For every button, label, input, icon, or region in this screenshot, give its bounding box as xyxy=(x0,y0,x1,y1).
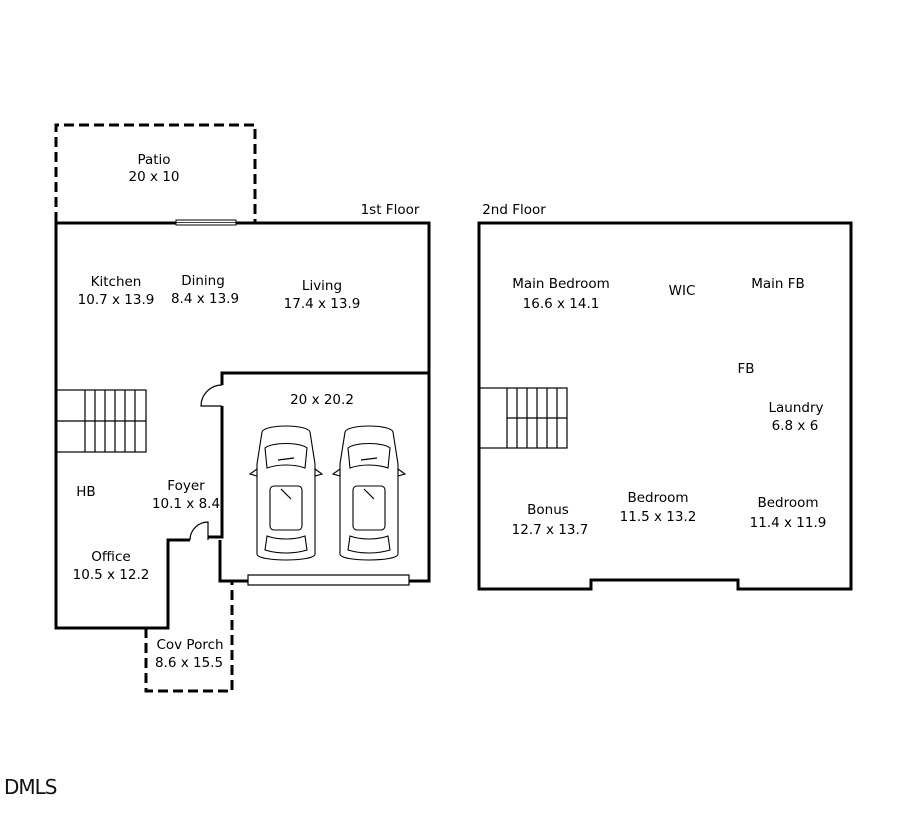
foyer-name: Foyer xyxy=(167,478,205,494)
office-name: Office xyxy=(91,549,130,565)
office-foyer-wall xyxy=(146,538,190,630)
main-bedroom-size: 16.6 x 14.1 xyxy=(523,296,600,312)
garage-wall-top xyxy=(220,371,429,385)
garage-wall-west xyxy=(208,406,224,539)
second-floor-label: 2nd Floor xyxy=(482,202,546,218)
living-size: 17.4 x 13.9 xyxy=(284,296,361,312)
patio-name: Patio xyxy=(137,152,170,168)
bonus-size: 12.7 x 13.7 xyxy=(512,522,589,538)
first-floor: 1st Floor Patio 20 x 10 Kitchen 10.7 x 1… xyxy=(54,123,431,693)
fb-name: FB xyxy=(737,361,754,377)
patio-size: 20 x 10 xyxy=(129,169,180,185)
bedroom-3-name: Bedroom xyxy=(757,495,818,511)
patio-outline xyxy=(54,123,257,222)
cov-porch-size: 8.6 x 15.5 xyxy=(155,655,223,671)
bonus-name: Bonus xyxy=(527,502,569,518)
second-floor: 2nd Floor Main Bedroom 16.6 x 14.1 WIC M… xyxy=(477,202,853,591)
second-floor-outline xyxy=(477,221,853,591)
dining-name: Dining xyxy=(181,273,225,289)
garage-size: 20 x 20.2 xyxy=(290,392,354,408)
kitchen-size: 10.7 x 13.9 xyxy=(78,292,155,308)
bedroom-2-size: 11.5 x 13.2 xyxy=(620,509,697,525)
patio-sliding-door xyxy=(175,219,237,226)
first-floor-label: 1st Floor xyxy=(361,202,420,218)
first-floor-wall-east xyxy=(236,221,431,583)
office-size: 10.5 x 12.2 xyxy=(73,567,150,583)
stairs-first-floor xyxy=(55,389,147,453)
main-fb-name: Main FB xyxy=(751,276,805,292)
bedroom-3-size: 11.4 x 11.9 xyxy=(750,515,827,531)
laundry-size: 6.8 x 6 xyxy=(772,418,819,434)
living-name: Living xyxy=(302,278,342,294)
hb-name: HB xyxy=(76,484,95,500)
cov-porch-name: Cov Porch xyxy=(156,637,223,653)
laundry-name: Laundry xyxy=(768,400,823,416)
cov-porch-outline xyxy=(144,581,234,693)
bedroom-2-name: Bedroom xyxy=(627,490,688,506)
garage-entry-door xyxy=(200,384,223,407)
foyer-size: 10.1 x 8.4 xyxy=(152,496,220,512)
kitchen-name: Kitchen xyxy=(91,274,142,290)
car-right-icon xyxy=(331,425,407,561)
car-left-icon xyxy=(248,425,324,561)
dining-size: 8.4 x 13.9 xyxy=(171,291,239,307)
wic-name: WIC xyxy=(669,283,696,299)
garage-wall-bottom-left xyxy=(218,540,248,583)
garage-door xyxy=(247,574,410,586)
main-bedroom-name: Main Bedroom xyxy=(512,276,610,292)
stairs-second-floor xyxy=(478,387,568,449)
dmls-watermark: DMLS xyxy=(4,775,57,799)
front-door xyxy=(189,521,209,541)
